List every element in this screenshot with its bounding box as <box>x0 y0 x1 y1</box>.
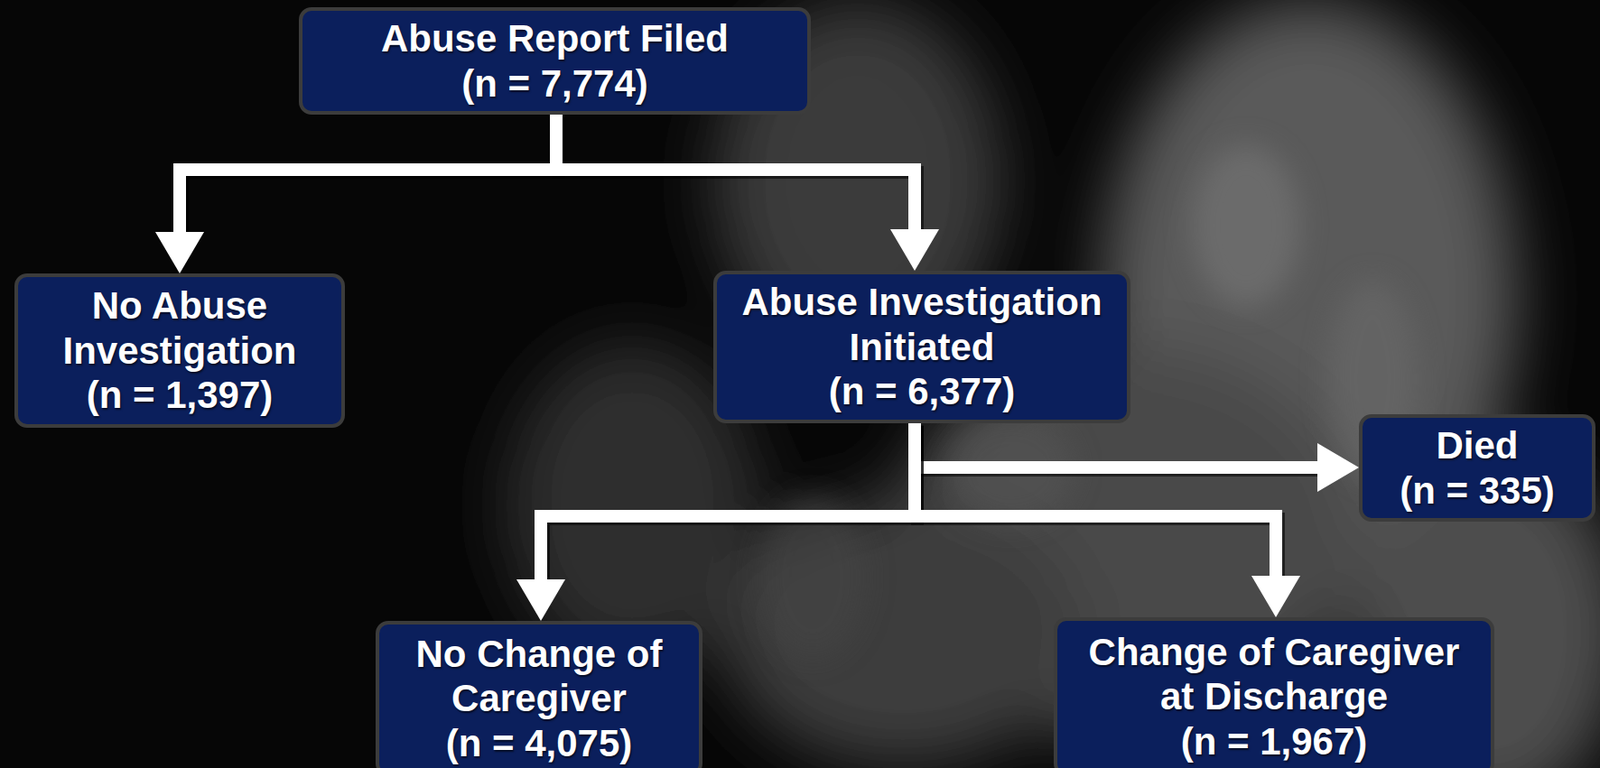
flow-arrow <box>155 114 559 274</box>
arrow-head <box>155 232 205 274</box>
flow-arrow <box>914 423 1359 493</box>
process-box: Abuse Report Filed(n = 7,774) <box>298 7 811 115</box>
box-heading: Abuse Investigation Initiated <box>731 279 1113 370</box>
box-heading: No Change of Caregiver <box>393 632 685 722</box>
process-box: Abuse Investigation Initiated(n = 6,377) <box>713 270 1131 424</box>
process-box: Change of Caregiver at Discharge(n = 1,9… <box>1053 617 1495 768</box>
count-label: (n = 335) <box>1399 468 1555 514</box>
arrow-head <box>1317 443 1359 493</box>
process-box: No Change of Caregiver(n = 4,075) <box>375 621 703 768</box>
arrow-line <box>540 423 915 582</box>
arrow-head <box>890 229 940 271</box>
arrow-line <box>556 114 915 232</box>
arrow-line <box>179 114 557 234</box>
flow-arrow <box>516 423 918 622</box>
count-label: (n = 1,967) <box>1181 719 1368 765</box>
flow-arrow <box>556 114 940 271</box>
arrow-shadow <box>182 117 559 237</box>
box-heading: No Abuse Investigation <box>32 283 327 373</box>
arrow-head <box>1251 576 1301 618</box>
arrow-line <box>914 423 1276 578</box>
flow-arrow <box>914 423 1301 618</box>
box-heading: Change of Caregiver at Discharge <box>1071 630 1477 720</box>
count-label: (n = 1,397) <box>86 372 274 419</box>
count-label: (n = 4,075) <box>446 721 633 767</box>
arrow-line <box>914 423 1320 468</box>
process-box: Died(n = 335) <box>1358 414 1596 522</box>
arrow-shadow <box>543 426 918 585</box>
arrow-shadow <box>917 426 1279 581</box>
box-heading: Died <box>1435 423 1518 469</box>
count-label: (n = 6,377) <box>828 369 1016 415</box>
arrow-head <box>516 579 566 622</box>
count-label: (n = 7,774) <box>461 61 649 107</box>
box-heading: Abuse Report Filed <box>381 16 729 62</box>
process-box: No Abuse Investigation(n = 1,397) <box>14 273 345 428</box>
